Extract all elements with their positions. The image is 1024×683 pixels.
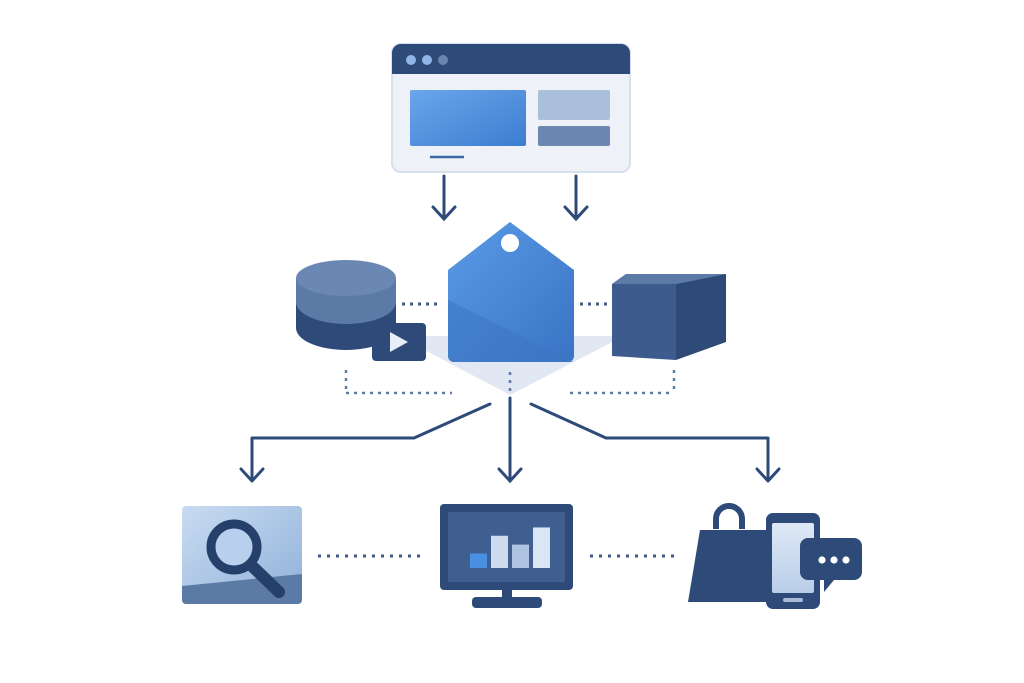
window-dot xyxy=(438,55,448,65)
dotted-bracket-right xyxy=(570,370,676,395)
monitor-neck xyxy=(502,590,512,598)
chart-bar xyxy=(512,544,529,568)
window-dot xyxy=(406,55,416,65)
chart-bar xyxy=(533,527,550,568)
play-triangle xyxy=(390,332,408,352)
arrow-hub-to-shopping xyxy=(529,402,781,483)
arrow-hub-to-search xyxy=(239,402,492,483)
arrow-browser-to-hub-right xyxy=(563,174,589,222)
magnifier-handle xyxy=(247,561,285,598)
shopping-mobile-chat-icon xyxy=(688,503,862,609)
window-dot xyxy=(422,55,432,65)
chart-bar xyxy=(470,553,487,568)
cube-side xyxy=(676,274,726,360)
arrow-browser-to-hub-left xyxy=(431,174,457,222)
magnifier-card-icon xyxy=(182,506,302,604)
chart-bar xyxy=(491,535,508,568)
chat-dot xyxy=(842,556,850,564)
cube-front xyxy=(612,284,676,360)
database-top xyxy=(296,260,396,296)
monitor-stand xyxy=(472,597,542,608)
bar-chart-monitor-icon xyxy=(440,504,573,608)
price-tag-icon xyxy=(448,222,574,362)
chat-dot xyxy=(830,556,838,564)
cube-icon xyxy=(612,274,726,360)
dotted-bracket-left xyxy=(344,370,452,395)
shopping-bag xyxy=(688,530,784,602)
magnifier-lens xyxy=(206,519,262,575)
chat-dot xyxy=(818,556,826,564)
bar-chart xyxy=(470,527,550,568)
cube-top-face xyxy=(612,274,726,284)
arrow-hub-to-analytics xyxy=(497,396,523,484)
bag-handle xyxy=(713,503,745,529)
video-play-icon xyxy=(372,323,426,361)
browser-side-block xyxy=(538,126,610,146)
tag-hole xyxy=(501,234,519,252)
phone-home-bar xyxy=(783,598,803,602)
browser-side-block xyxy=(538,90,610,120)
browser-window-icon xyxy=(391,43,631,173)
database-icon xyxy=(296,260,396,350)
browser-hero-block xyxy=(410,90,526,146)
browser-titlebar xyxy=(392,44,630,74)
tag-shade xyxy=(448,300,574,362)
chat-bubble-icon xyxy=(800,538,862,592)
